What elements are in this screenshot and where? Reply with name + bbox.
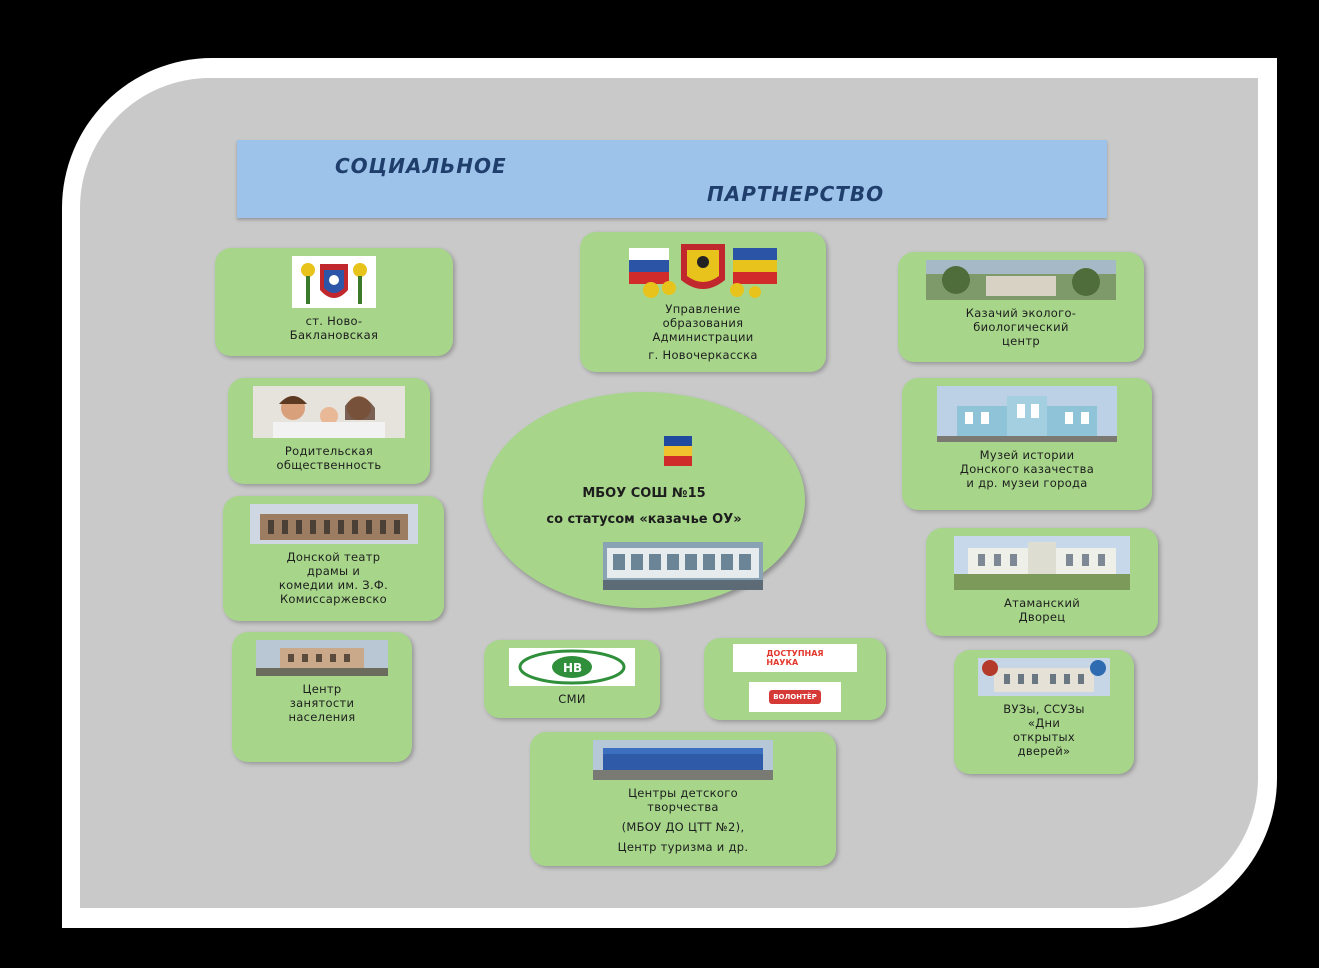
partner-label-city: г. Новочеркасска: [648, 348, 758, 362]
volunteer-logo-text: ВОЛОНТЁР: [769, 690, 821, 704]
partner-upravlenie: Управление образования Администрации г. …: [580, 232, 826, 372]
nauka-logo-text: ДОСТУПНАЯ НАУКА: [766, 649, 824, 667]
partner-label: Центр занятости населения: [288, 682, 356, 724]
partner-label: ст. Ново- Баклановская: [289, 314, 379, 342]
newspaper-logo-icon: НВ: [509, 648, 635, 686]
family-photo-icon: [253, 386, 405, 438]
partner-label: Казачий эколого- биологический центр: [965, 306, 1077, 348]
partner-label: Центры детского творчества: [628, 786, 738, 814]
volunteer-logo: ВОЛОНТЁР: [749, 682, 841, 712]
partner-label: ВУЗы, ССУЗы «Дни открытых дверей»: [1003, 702, 1085, 758]
theatre-building-icon: [249, 504, 418, 544]
svg-text:НВ: НВ: [563, 661, 582, 675]
eco-center-photo-icon: [926, 260, 1116, 300]
partner-label: Родительская общественность: [276, 444, 382, 472]
partner-parents: Родительская общественность: [228, 378, 430, 484]
partner-label-3: Центр туризма и др.: [617, 840, 749, 854]
employment-building-icon: [256, 640, 388, 676]
partner-creativity: Центры детского творчества (МБОУ ДО ЦТТ …: [530, 732, 836, 866]
partner-novobaklanovskaya: ст. Ново- Баклановская: [215, 248, 453, 356]
center-school: МБОУ СОШ №15 со статусом «казачье ОУ»: [483, 392, 805, 608]
banner-word-2: ПАРТНЕРСТВО: [707, 182, 885, 206]
partner-label: СМИ: [558, 692, 586, 706]
partner-nauka-volunteer: ДОСТУПНАЯ НАУКА ВОЛОНТЁР: [704, 638, 886, 720]
partner-museum: Музей истории Донского казачества и др. …: [902, 378, 1152, 510]
flags-emblem-icon: [629, 244, 777, 298]
partner-label: Донской театр драмы и комедии им. З.Ф. К…: [278, 550, 389, 606]
partner-theatre: Донской театр драмы и комедии им. З.Ф. К…: [223, 496, 444, 621]
partner-smi: НВ СМИ: [484, 640, 660, 718]
university-building-icon: [978, 658, 1110, 696]
school-name: МБОУ СОШ №15: [582, 486, 706, 501]
school-status: со статусом «казачье ОУ»: [546, 512, 742, 527]
creativity-center-photo-icon: [593, 740, 773, 780]
palace-building-icon: [954, 536, 1130, 590]
partner-label: Атаманский Дворец: [1003, 596, 1081, 624]
banner-word-1: СОЦИАЛЬНОЕ: [335, 154, 507, 178]
partner-label: Управление образования Администрации: [652, 302, 754, 344]
partner-eco-center: Казачий эколого- биологический центр: [898, 252, 1144, 362]
nauka-logo: ДОСТУПНАЯ НАУКА: [733, 644, 857, 672]
partner-universities: ВУЗы, ССУЗы «Дни открытых дверей»: [954, 650, 1134, 774]
coat-of-arms-icon: [292, 256, 376, 308]
title-banner: СОЦИАЛЬНОЕ ПАРТНЕРСТВО: [237, 140, 1107, 218]
partner-employment: Центр занятости населения: [232, 632, 412, 762]
museum-building-icon: [937, 386, 1117, 442]
don-flag-icon: [664, 436, 692, 466]
school-building-icon: [603, 542, 763, 590]
partner-label: Музей истории Донского казачества и др. …: [959, 448, 1095, 490]
partner-label-2: (МБОУ ДО ЦТТ №2),: [621, 820, 745, 834]
partner-palace: Атаманский Дворец: [926, 528, 1158, 636]
